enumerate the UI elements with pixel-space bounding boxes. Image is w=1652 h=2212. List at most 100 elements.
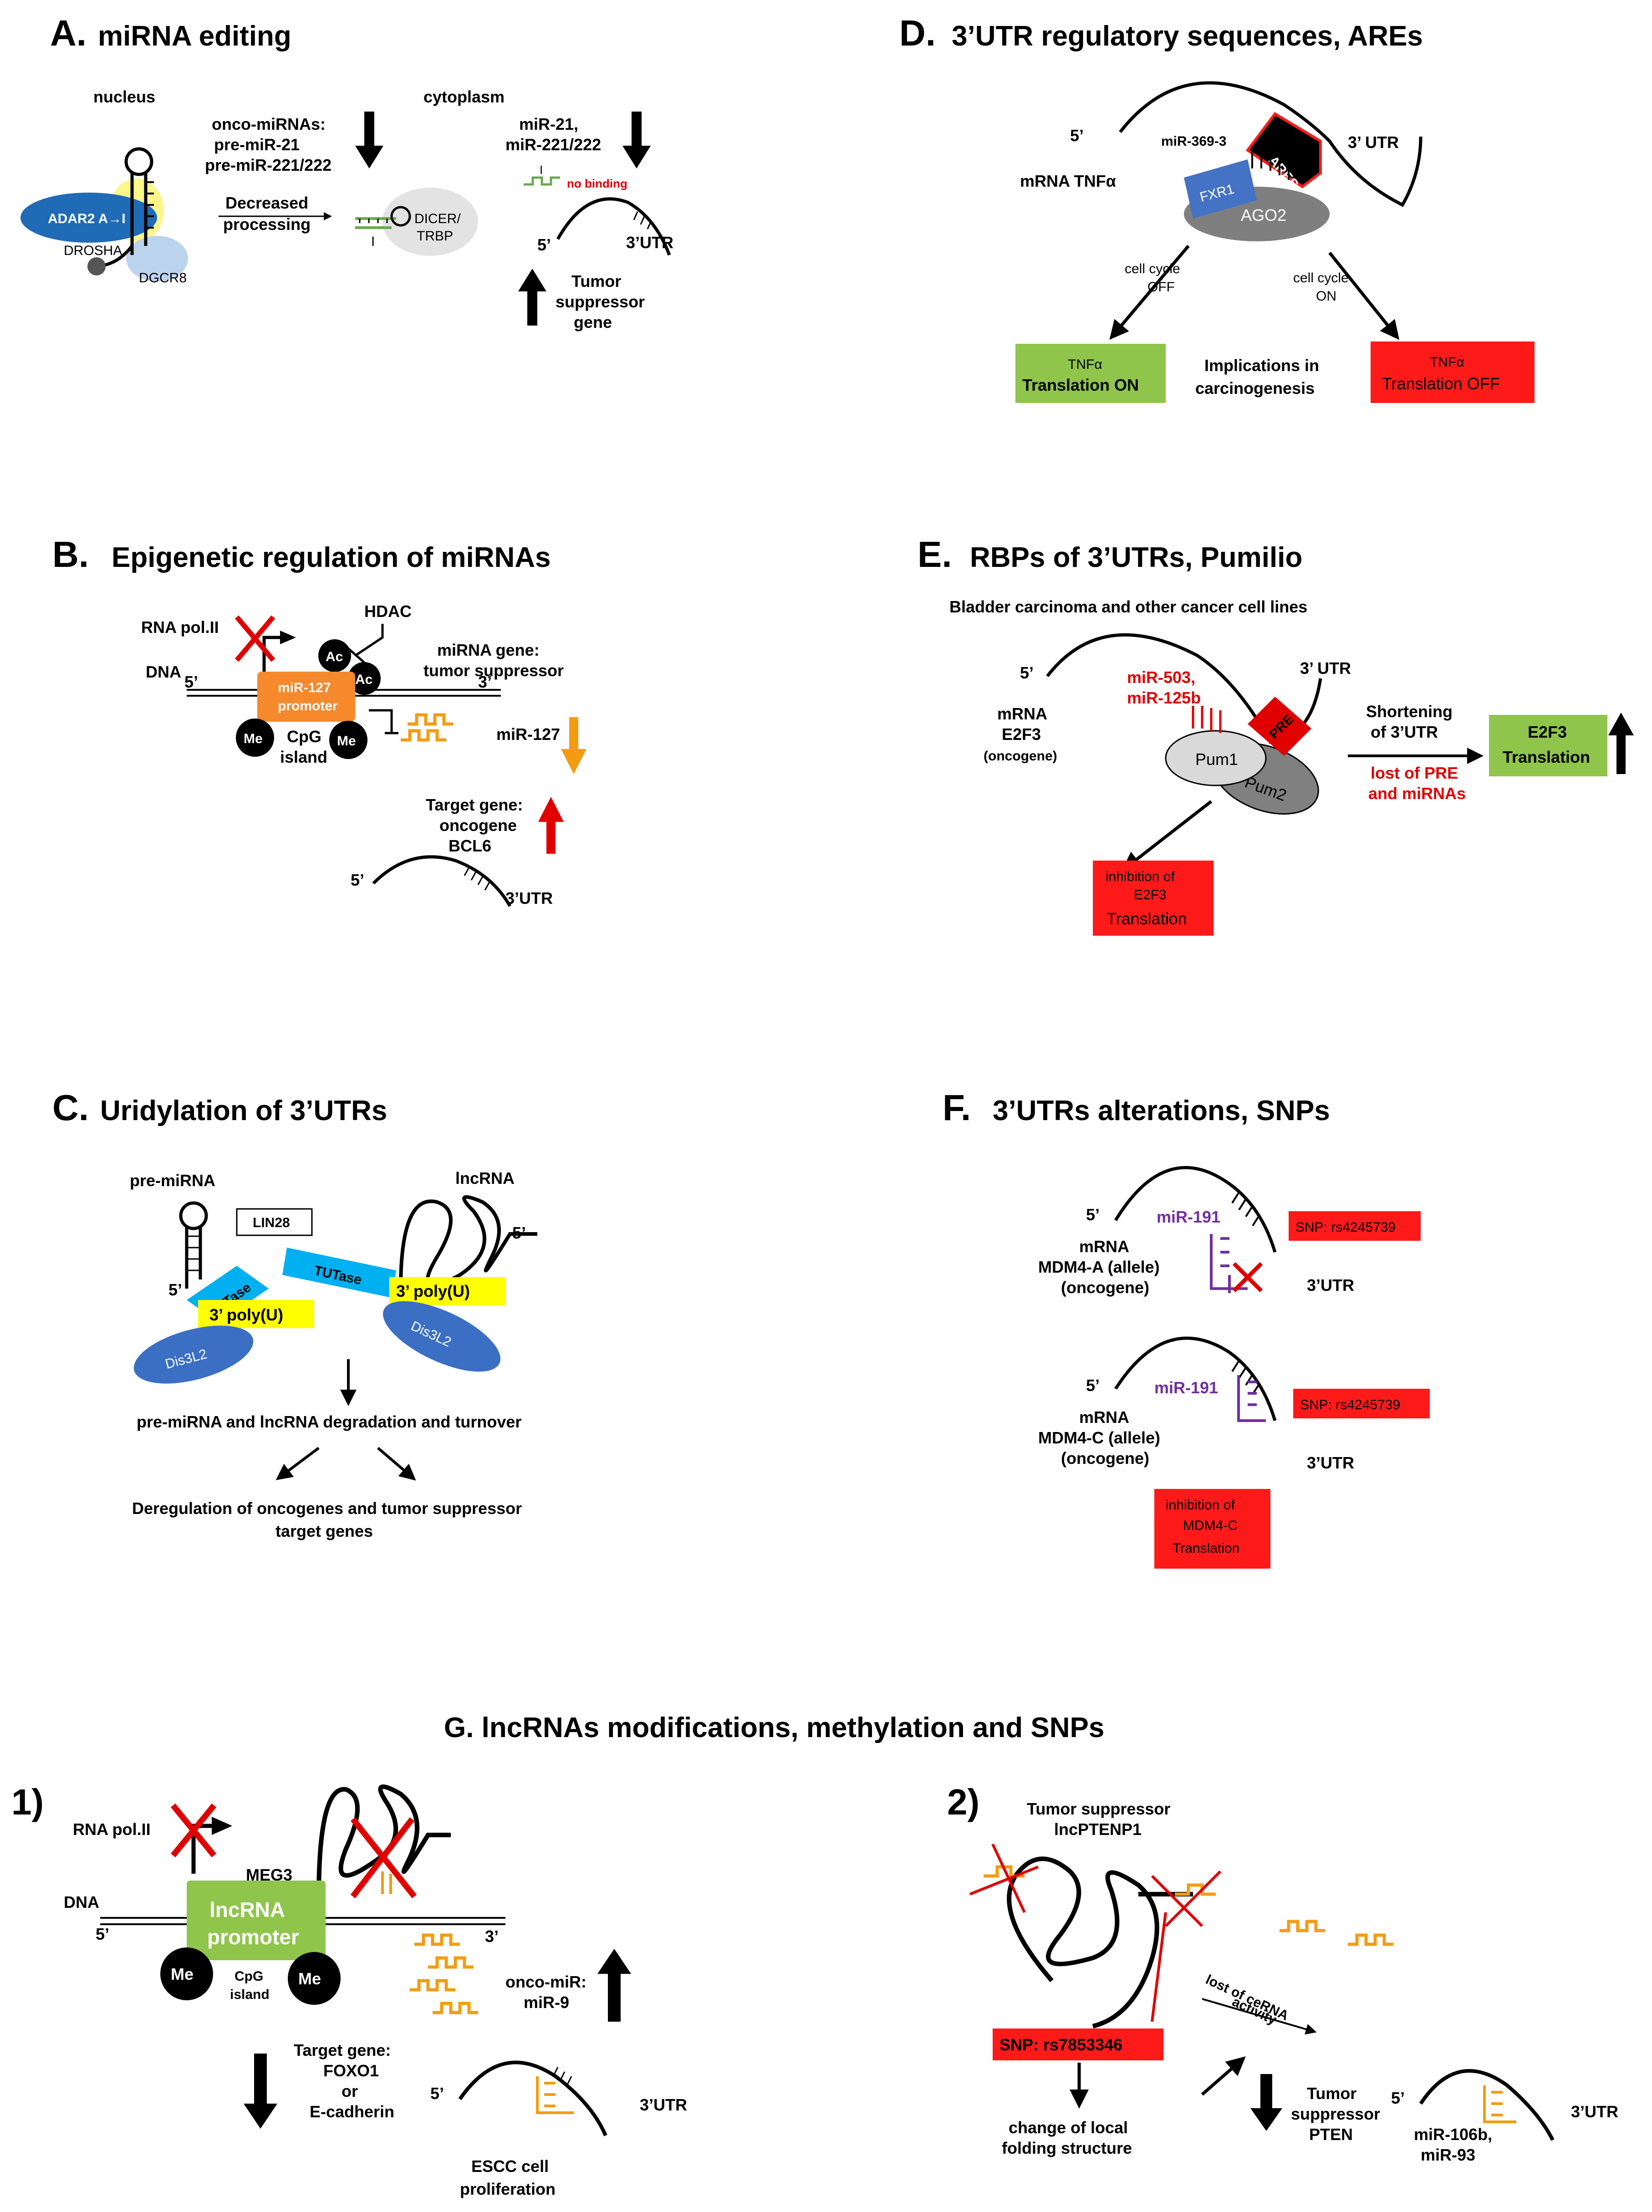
ts-tumor-label: Tumor [1307, 2084, 1356, 2103]
dna-label: DNA [146, 663, 181, 681]
utr-label: 3’UTR [640, 2095, 687, 2114]
tutase-box-2 [282, 1248, 396, 1298]
mir-106b-label: miR-106b, [1414, 2125, 1492, 2144]
pre-mir-221-label: pre-miR-221/222 [205, 156, 331, 174]
up-arrow-icon [597, 1949, 631, 2022]
e2f3-inh-label: E2F3 [1134, 887, 1167, 902]
inhibition-of-label: inhibition of [1166, 1498, 1235, 1513]
pum1-shape [1165, 730, 1267, 786]
target-gene-label: Target gene: [294, 2041, 391, 2059]
tnf-on-box [1015, 344, 1166, 403]
dis3l2-shape [133, 1325, 254, 1384]
carcinogenesis-label: carcinogenesis [1195, 379, 1315, 398]
foxo1-label: FOXO1 [323, 2061, 379, 2080]
promoter-label: promoter [278, 698, 338, 714]
e-cadherin-label: E-cadherin [310, 2102, 394, 2121]
implications-label: Implications in [1204, 356, 1319, 375]
five-prime-label: 5’ [168, 1280, 182, 1299]
me-label: Me [171, 1965, 194, 1983]
oncogene-a-label: (oncogene) [1061, 1278, 1149, 1297]
target-gene-label: Target gene: [426, 795, 523, 814]
mir127-strand-icon [408, 715, 453, 724]
panel-g: G. lncRNAs modifications, methylation an… [11, 1712, 1618, 2198]
ac-label: Ac [326, 649, 343, 664]
tumor-label: Tumor [571, 272, 621, 291]
five-prime-label: 5’ [1070, 126, 1084, 145]
panel-e-letter: E. [918, 534, 952, 575]
island-label: island [280, 748, 327, 766]
oncogene-c-label: (oncogene) [1061, 1449, 1149, 1468]
mdm4c-label: MDM4-C (allele) [1038, 1428, 1160, 1447]
lncrna-icon [399, 1195, 537, 1289]
inosine-mark-2: I [540, 163, 543, 177]
five-prime-label-2: 5’ [1086, 1376, 1100, 1395]
mirna-binding-icon [1192, 706, 1222, 733]
mir-21-label: miR-21, [519, 115, 578, 133]
panel-f-title: 3’UTRs alterations, SNPs [993, 1095, 1330, 1126]
transcription-start-icon [262, 636, 282, 674]
polyu-box-2 [389, 1277, 505, 1305]
up-arrow-red-icon [538, 797, 564, 854]
tnf-off-box [1371, 341, 1535, 403]
proliferation-label: proliferation [460, 2180, 556, 2198]
utr-label: 3’UTR [505, 889, 553, 907]
onco-mir-strand-icon [428, 1958, 474, 1967]
lin28-box [236, 1208, 313, 1236]
mir-93-label: miR-93 [1421, 2146, 1475, 2164]
fxr1-shape [1184, 159, 1257, 219]
panel-a-letter: A. [50, 13, 87, 53]
lncptenp1-icon [1007, 1856, 1159, 2029]
panel-g2: 2) Tumor suppressor lncPTENP1 SNP: rs785… [947, 1782, 1618, 2164]
lncrna-blocked-icon [350, 1817, 417, 1899]
mir-9-label: miR-9 [524, 1993, 569, 2012]
panel-b-title: Epigenetic regulation of miRNAs [112, 542, 551, 573]
folding-label: folding structure [1002, 2139, 1132, 2157]
up-arrow-icon [518, 269, 546, 326]
three-prime-label: 3’ [478, 673, 492, 691]
bcl6-mrna-icon [372, 855, 512, 907]
translation-inh-label: Translation [1173, 1541, 1239, 1556]
dna-label: DNA [64, 1893, 99, 1911]
free-mirna-icon [1348, 1935, 1393, 1944]
onco-mir-strand-icon [410, 1981, 455, 1990]
mrna-c-label: mRNA [1079, 1408, 1129, 1427]
rna-pol-label: RNA pol.II [73, 1820, 151, 1839]
ago2-label: AGO2 [1241, 206, 1286, 224]
mrna-3utr-icon [556, 197, 671, 256]
translation-on-label: Translation ON [1022, 376, 1139, 394]
mir-369-label: miR-369-3 [1161, 134, 1226, 149]
panel-d-title: 3’UTR regulatory sequences, AREs [952, 20, 1423, 52]
lin28-label: LIN28 [253, 1215, 290, 1230]
mrna-tnf-label: mRNA TNFα [1020, 172, 1116, 190]
shortening-label: Shortening [1366, 702, 1453, 721]
ceRNA-cross-icon [969, 1843, 1039, 1913]
utr-label: 3’ UTR [1348, 133, 1399, 152]
panel-a: A. miRNA editing nucleus cytoplasm onco-… [20, 13, 673, 331]
ac-label-2: Ac [355, 672, 372, 687]
tumor-suppressor-label: Tumor suppressor [1027, 1799, 1170, 1818]
pre-mirna-hairpin-icon [179, 1201, 208, 1289]
ceRNA-cross-icon [1151, 1870, 1222, 1927]
up-arrow-icon [1608, 713, 1634, 774]
rna-pol-label: RNA pol.II [141, 618, 219, 637]
dgcr8-label: DGCR8 [139, 270, 187, 285]
five-prime-label: 5’ [1391, 2089, 1405, 2107]
inhibition-arrow [1122, 800, 1213, 871]
three-prime-label: 3’ [485, 1927, 499, 1946]
target-genes-label: target genes [275, 1522, 373, 1540]
cpg-label: CpG [287, 727, 321, 746]
edited-mirna-icon [524, 176, 560, 186]
mdm4a-label: MDM4-A (allele) [1038, 1258, 1160, 1276]
panel-g1: 1) RNA pol.II MEG3 DNA 5’ 3’ lncRNA prom… [11, 1782, 687, 2198]
tnf-off-label: TNFα [1430, 355, 1464, 370]
methyl-mark [160, 1947, 213, 2000]
panel-d: D. 3’UTR regulatory sequences, AREs 5’ m… [899, 13, 1535, 403]
split-arrow-right [377, 1447, 416, 1481]
g1-number: 1) [11, 1782, 44, 1822]
promoter-mir127-label: miR-127 [278, 680, 331, 695]
mir-221-label: miR-221/222 [505, 135, 601, 154]
pre-mirna-label: pre-miRNA [130, 1171, 215, 1190]
inosine-mark: I [371, 234, 375, 249]
subtitle-label: Bladder carcinoma and other cancer cell … [949, 597, 1307, 616]
five-prime-label: 5’ [1086, 1205, 1100, 1224]
